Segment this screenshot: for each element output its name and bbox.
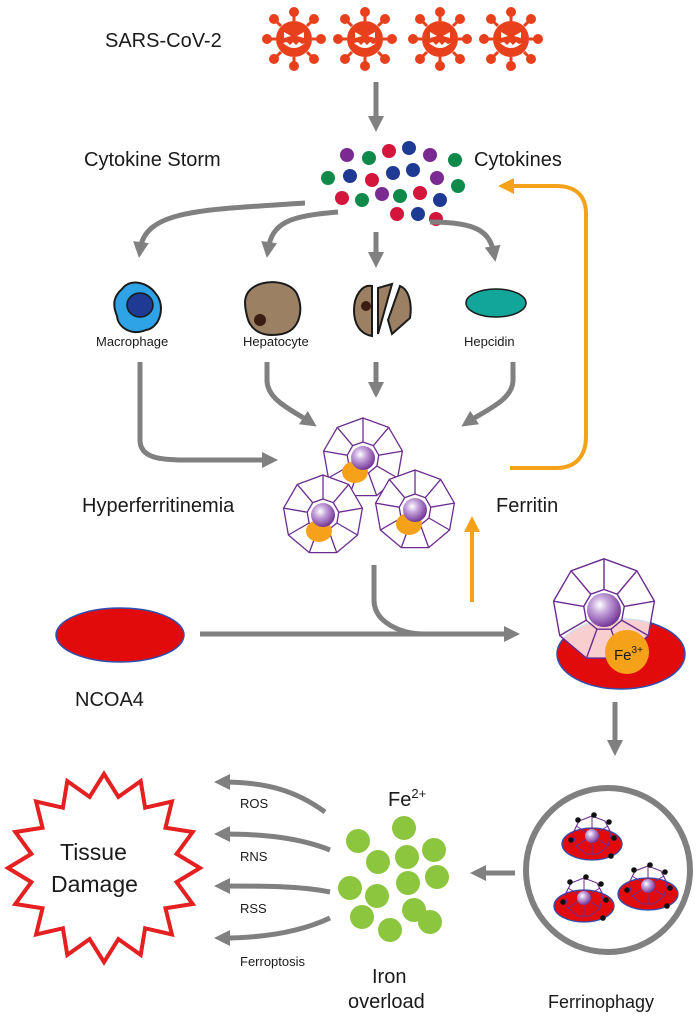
cytokine-storm-label: Cytokine Storm (84, 149, 221, 171)
arrow-rns (214, 826, 331, 853)
ncoa4-label: NCOA4 (75, 689, 144, 711)
virus-icon-2 (333, 7, 397, 71)
cytokine-dot (413, 186, 427, 200)
damaged-cell-icon (352, 282, 412, 338)
cytokine-dot (382, 144, 396, 158)
cytokine-dot (340, 148, 354, 162)
rns-label: RNS (240, 849, 268, 864)
macrophage-label: Macrophage (96, 334, 168, 349)
cytokine-dot (448, 153, 462, 167)
arrow-ferroptosis (214, 915, 332, 946)
virus-icon-4 (479, 7, 543, 71)
arrow-hepatocyte-to-ferritin (264, 362, 317, 427)
cytokine-dot (402, 141, 416, 155)
cytokine-dot (362, 151, 376, 165)
virus-icon-1 (262, 7, 326, 71)
cytokine-dot (430, 171, 444, 185)
ferroptosis-label: Ferroptosis (240, 954, 306, 969)
cytokine-dot (393, 189, 407, 203)
ferritin-cluster (282, 417, 456, 554)
cytokine-dot (433, 193, 447, 207)
cytokine-dot (386, 166, 400, 180)
cytokine-dot (365, 173, 379, 187)
tissue-damage-line1: Tissue (60, 839, 127, 865)
cytokine-dot (451, 179, 465, 193)
sars-cov-2-label: SARS-CoV-2 (105, 30, 222, 52)
cytokine-cluster (321, 141, 465, 226)
ncoa4-icon (55, 607, 185, 663)
cytokine-dot (406, 163, 420, 177)
cytokine-dot (423, 148, 437, 162)
ferritin-label: Ferritin (496, 495, 558, 517)
iron-cluster (338, 816, 449, 942)
arrow-rss (214, 878, 331, 895)
cytokine-dot (390, 207, 404, 221)
iron-overload-line1: Iron (372, 966, 406, 988)
cytokine-dot (375, 187, 389, 201)
virus-icon-3 (408, 7, 472, 71)
arrow-macrophage-to-ferritin (137, 362, 278, 468)
cytokine-dot (321, 171, 335, 185)
hepatocyte-icon (244, 281, 302, 336)
cytokine-dot (355, 193, 369, 207)
cytokine-dot (411, 207, 425, 221)
ferrinophagy-label: Ferrinophagy (548, 992, 654, 1012)
arrow-ferritin-down (371, 565, 426, 637)
hyperferritinemia-label: Hyperferritinemia (82, 495, 235, 517)
fe3-label: Fe3+ (614, 645, 643, 664)
tissue-damage-line2: Damage (51, 871, 138, 897)
arrow-hepcidin-to-ferritin (461, 362, 516, 427)
hepcidin-icon (465, 288, 527, 318)
cytokines-label: Cytokines (474, 149, 562, 171)
arrow-cytokines-to-hepatocyte (261, 209, 339, 258)
arrow-cytokines-to-hepcidin (429, 219, 501, 262)
hepcidin-label: Hepcidin (464, 334, 515, 349)
ferritin-ncoa4-complex (552, 558, 686, 690)
arrow-ferritin-to-cytokines (498, 178, 588, 470)
cytokine-dot (343, 169, 357, 183)
fe2-label: Fe2+ (388, 786, 426, 811)
iron-overload-line2: overload (348, 991, 425, 1013)
hepatocyte-nucleus (254, 314, 266, 326)
tissue-damage-burst-icon (4, 770, 204, 966)
cytokine-dot (335, 191, 349, 205)
rss-label: RSS (240, 901, 267, 916)
arrow-ros (214, 774, 327, 815)
macrophage-nucleus (126, 292, 154, 318)
arrow-cytokines-to-macrophage (133, 200, 306, 258)
ros-label: ROS (240, 796, 269, 811)
hepatocyte-label: Hepatocyte (243, 334, 309, 349)
